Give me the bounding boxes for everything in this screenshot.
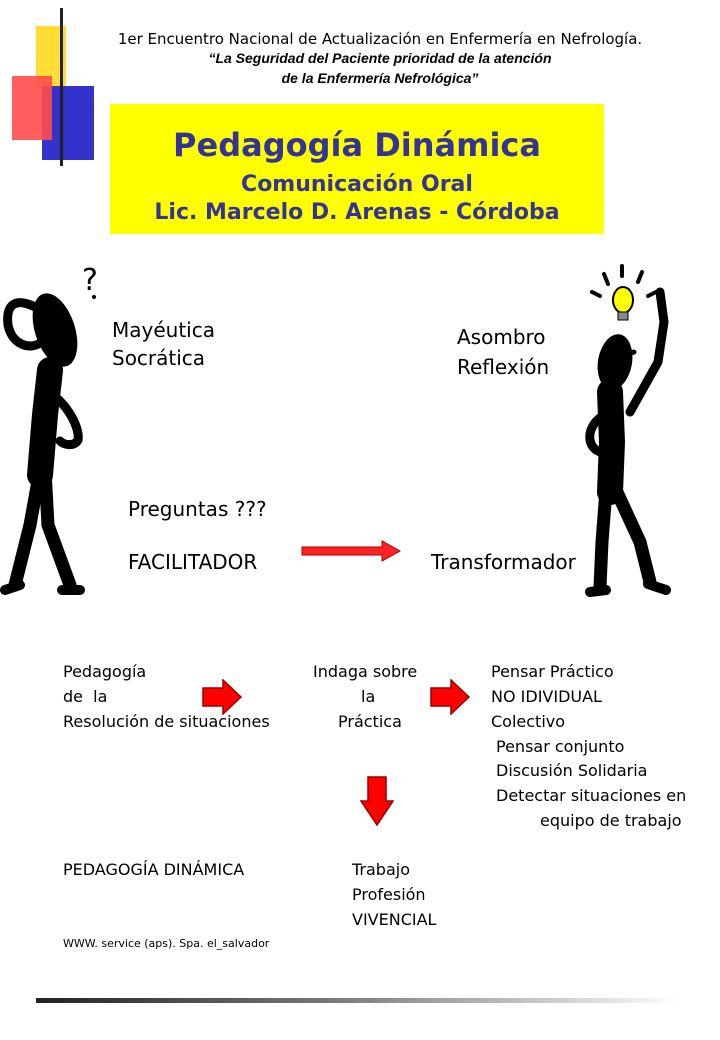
flow-col2-line1: Indaga sobre — [313, 662, 417, 681]
bottom-divider — [36, 998, 681, 1003]
flow-col3-line5: Discusión Solidaria — [496, 761, 647, 780]
flow-col3-line3: Colectivo — [491, 712, 565, 731]
left-figure-label-1: Mayéutica — [112, 318, 215, 342]
flow-col3-line7: equipo de trabajo — [540, 811, 682, 830]
flow-col3-line1: Pensar Práctico — [491, 662, 614, 681]
transformer-label: Transformador — [431, 550, 576, 574]
header-line-2: “La Seguridad del Paciente prioridad de … — [60, 50, 700, 66]
header-line-3: de la Enfermería Nefrológica” — [40, 70, 720, 86]
bottom-item-1: Trabajo — [352, 860, 410, 879]
down-arrow-icon — [360, 775, 394, 827]
flow-col3-line2: NO IDIVIDUAL — [491, 687, 602, 706]
flow-col1-line2: de la — [63, 687, 107, 706]
page-title: Pedagogía Dinámica — [110, 126, 604, 164]
flow-col2-line3: Práctica — [338, 712, 402, 731]
author-line: Lic. Marcelo D. Arenas - Córdoba — [110, 200, 604, 225]
bottom-label: PEDAGOGÍA DINÁMICA — [63, 860, 244, 879]
title-box: Pedagogía Dinámica Comunicación Oral Lic… — [110, 104, 604, 234]
questions-label: Preguntas ??? — [128, 497, 267, 521]
page-subtitle: Comunicación Oral — [110, 172, 604, 197]
facilitator-label: FACILITADOR — [128, 550, 257, 574]
left-figure-label-2: Socrática — [112, 346, 205, 370]
header-line-1: 1er Encuentro Nacional de Actualización … — [60, 30, 700, 48]
idea-figure — [560, 262, 720, 602]
right-arrow-icon — [429, 679, 471, 715]
footer-source: WWW. service (aps). Spa. el_salvador — [63, 937, 269, 950]
right-figure-label-2: Reflexión — [457, 355, 549, 379]
right-figure-label-1: Asombro — [457, 325, 546, 349]
svg-text:?: ? — [82, 263, 98, 298]
flow-col3-line6: Detectar situaciones en — [496, 786, 686, 805]
bottom-item-3: VIVENCIAL — [352, 910, 436, 929]
flow-col1-line1: Pedagogía — [63, 662, 146, 681]
flow-col2-line2: la — [361, 687, 375, 706]
bottom-item-2: Profesión — [352, 885, 426, 904]
right-arrow-icon — [201, 679, 243, 715]
thinking-figure: ? — [0, 255, 115, 600]
flow-col3-line4: Pensar conjunto — [496, 737, 624, 756]
right-arrow-icon — [300, 540, 402, 562]
